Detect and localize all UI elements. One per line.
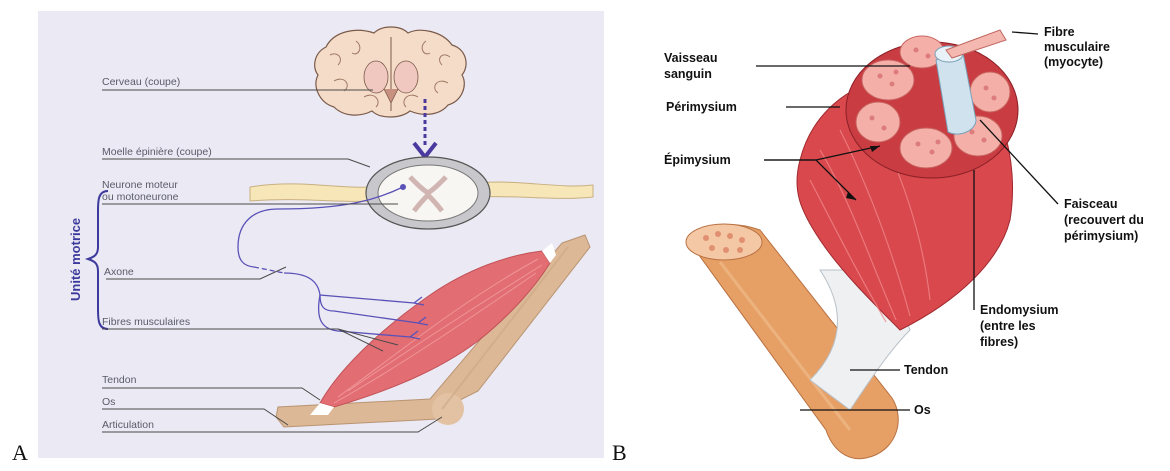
label-neurone-line1: Neurone moteur — [102, 179, 178, 191]
spinal-cord-section — [366, 157, 490, 229]
label-moelle: Moelle épinière (coupe) — [102, 146, 212, 158]
muscle-structure-diagram: Vaisseau sanguin Périmysium Épimysium Fi… — [660, 0, 1170, 466]
panel-b: Vaisseau sanguin Périmysium Épimysium Fi… — [660, 0, 1170, 466]
panel-a: Unité motrice Cerveau (coupe) Moelle épi… — [38, 11, 604, 458]
label-perimysium: Périmysium — [666, 100, 737, 114]
label-tendon-b: Tendon — [904, 363, 948, 377]
label-epimysium: Épimysium — [664, 152, 731, 167]
label-os-b: Os — [914, 403, 931, 417]
label-axone: Axone — [104, 266, 134, 278]
panel-letter-b: B — [612, 440, 627, 466]
label-faisceau-line1: Faisceau — [1064, 197, 1118, 211]
label-vaisseau-line2: sanguin — [664, 67, 712, 81]
panel-letter-a: A — [12, 440, 28, 466]
label-neurone-line2: ou motoneurone — [102, 191, 179, 203]
label-cerveau: Cerveau (coupe) — [102, 76, 180, 88]
label-fibre-line1: Fibre — [1044, 25, 1075, 39]
label-faisceau-line3: périmysium) — [1064, 229, 1138, 243]
motor-unit-label: Unité motrice — [68, 218, 83, 301]
motor-unit-bracket — [88, 191, 108, 329]
label-fibre-line3: (myocyte) — [1044, 55, 1103, 69]
label-fibre-line2: musculaire — [1044, 40, 1110, 54]
label-endomysium-line2: (entre les — [980, 319, 1036, 333]
motor-unit-diagram: Unité motrice Cerveau (coupe) Moelle épi… — [38, 11, 604, 458]
label-vaisseau-line1: Vaisseau — [664, 51, 718, 65]
brain-illustration — [315, 27, 466, 117]
label-tendon: Tendon — [102, 374, 137, 386]
label-fibres: Fibres musculaires — [102, 316, 190, 328]
label-faisceau-line2: (recouvert du — [1064, 213, 1144, 227]
cross-section — [846, 30, 1018, 178]
label-endomysium-line1: Endomysium — [980, 303, 1059, 317]
label-articulation: Articulation — [102, 419, 154, 431]
label-os: Os — [102, 396, 115, 408]
label-endomysium-line3: fibres) — [980, 335, 1018, 349]
arrow-head-icon — [414, 143, 436, 157]
